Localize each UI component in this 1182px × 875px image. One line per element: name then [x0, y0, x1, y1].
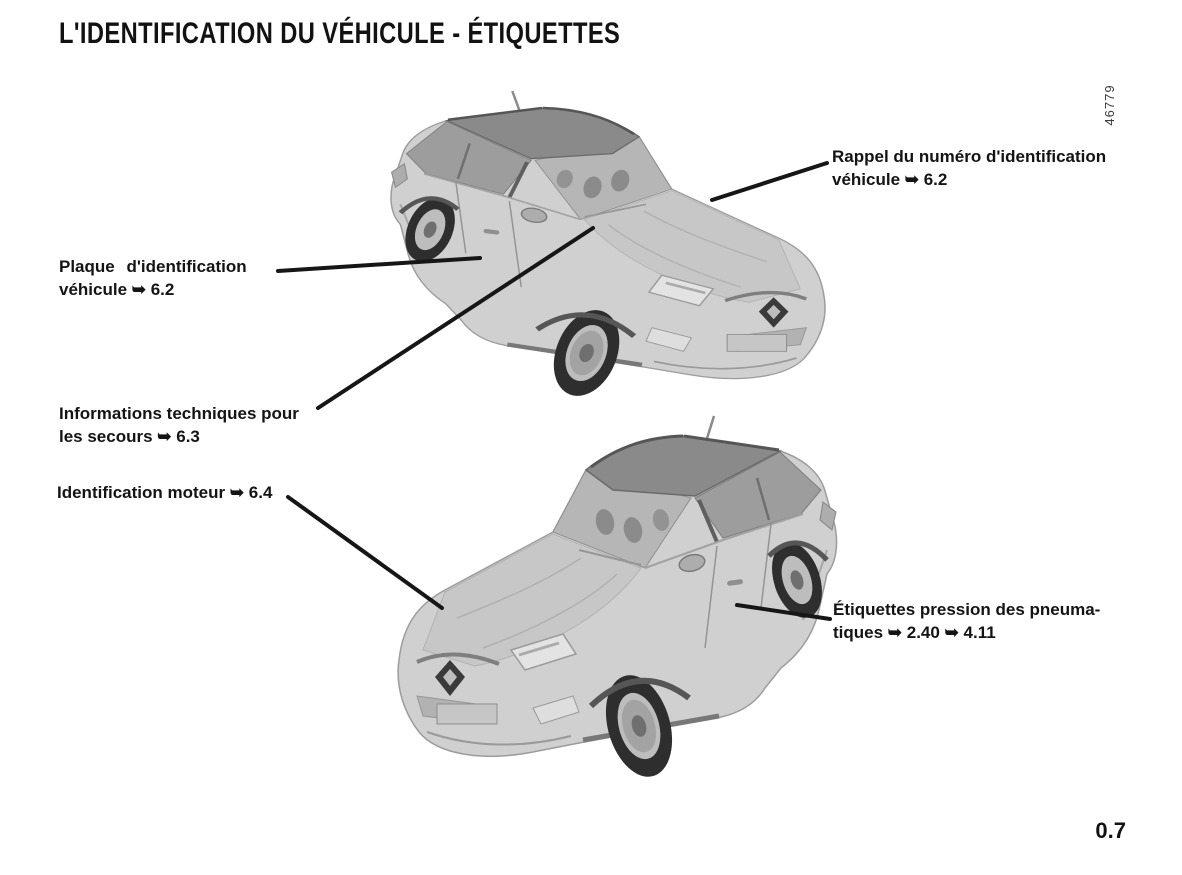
callout-line: véhicule ➥ 6.2 — [832, 170, 948, 189]
vehicle-illustration-top — [391, 91, 825, 402]
callout-line: Informations techniques pour — [59, 404, 299, 423]
leader-line-identification-moteur — [286, 495, 444, 610]
callout-identification-moteur: Identification moteur ➥ 6.4 — [57, 481, 272, 504]
callout-informations-secours: Informations techniques pour les secours… — [59, 402, 299, 448]
callout-plaque-identification: Plaque d'identification véhicule ➥ 6.2 — [59, 255, 247, 301]
callout-line: Étiquettes pression des pneuma- — [833, 600, 1101, 619]
page-number: 0.7 — [1095, 818, 1126, 843]
leader-line-plaque-identification — [276, 256, 482, 273]
callout-rappel-vin: Rappel du numéro d'identification véhicu… — [832, 145, 1106, 191]
callout-line: tiques ➥ 2.40 ➥ 4.11 — [833, 623, 996, 642]
callout-line: Rappel du numéro d'identification — [832, 147, 1107, 166]
callout-line: les secours ➥ 6.3 — [59, 427, 200, 446]
leader-line-rappel-vin — [710, 161, 829, 202]
callout-line: Identification moteur ➥ 6.4 — [57, 483, 273, 502]
vehicle-illustration-bottom — [398, 416, 836, 785]
leader-line-etiquettes-pression — [735, 603, 832, 621]
callout-etiquettes-pression: Étiquettes pression des pneuma- tiques ➥… — [833, 598, 1100, 644]
callout-line: Plaque d'identification — [59, 257, 247, 276]
callout-line: véhicule ➥ 6.2 — [59, 280, 175, 299]
page-title: L'IDENTIFICATION DU VÉHICULE - ÉTIQUETTE… — [59, 17, 621, 50]
leader-line-informations-secours — [316, 226, 595, 410]
